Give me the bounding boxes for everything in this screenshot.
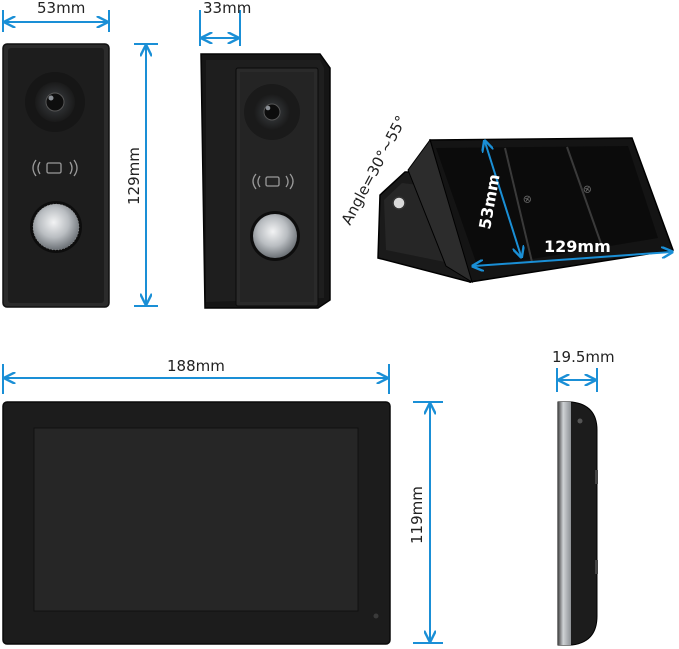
- dimension-label: 119mm: [408, 486, 426, 544]
- dimension-label: 129mm: [125, 147, 143, 205]
- dimension-monitor-depth: 19.5mm: [552, 348, 615, 392]
- dimension-label: 33mm: [203, 0, 251, 17]
- camera-lens-icon: [25, 72, 85, 132]
- dimension-monitor-width: 188mm: [2, 357, 390, 394]
- dimension-label: 188mm: [167, 357, 225, 375]
- dimension-monitor-height: 119mm: [408, 401, 443, 644]
- call-button-icon: [30, 201, 82, 253]
- dimension-label: 19.5mm: [552, 348, 615, 366]
- dimension-doorbell-depth: 33mm: [199, 0, 251, 46]
- dimension-label: 129mm: [544, 237, 611, 256]
- rfid-card-icon: [32, 159, 78, 177]
- monitor-front: [2, 401, 391, 645]
- doorbell-front: [2, 43, 110, 308]
- monitor-side: [557, 401, 598, 646]
- doorbell-with-rain-cover: [200, 53, 331, 309]
- dimension-bracket-width: 129mm: [474, 237, 671, 266]
- dimension-doorbell-height: 129mm: [125, 43, 158, 307]
- dimension-label: 53mm: [37, 0, 85, 17]
- rfid-card-icon: [252, 173, 294, 190]
- camera-lens-icon: [244, 84, 300, 140]
- angled-bracket: ⊕ ⊕: [377, 137, 675, 284]
- call-button-icon: [250, 211, 300, 261]
- power-indicator-icon: [373, 613, 379, 619]
- dimension-doorbell-width: 53mm: [2, 0, 110, 32]
